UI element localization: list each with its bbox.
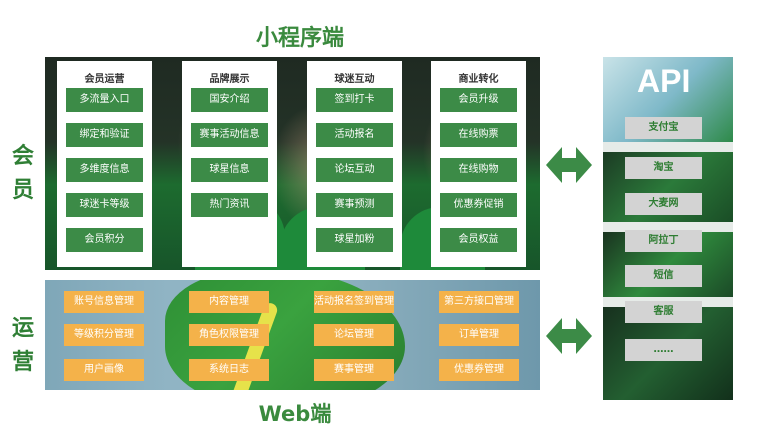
feature-button[interactable]: 会员升级	[440, 88, 517, 112]
api-panel: API 支付宝 淘宝 大麦网 阿拉丁 短信 客服 ……	[603, 57, 733, 400]
ops-button[interactable]: 等级积分管理	[64, 324, 144, 346]
feature-button[interactable]: 会员权益	[440, 228, 517, 252]
feature-button[interactable]: 球星信息	[191, 158, 268, 182]
feature-button[interactable]: 论坛互动	[316, 158, 393, 182]
column-brand-display: 品牌展示 国安介绍 赛事活动信息 球星信息 热门资讯	[182, 61, 277, 267]
feature-button[interactable]: 球星加粉	[316, 228, 393, 252]
feature-button[interactable]: 多流量入口	[66, 88, 143, 112]
api-button-alipay[interactable]: 支付宝	[625, 117, 702, 139]
feature-button[interactable]: 在线购票	[440, 123, 517, 147]
ops-button[interactable]: 系统日志	[189, 359, 269, 381]
member-label-char-1: 会	[11, 144, 34, 169]
ops-button[interactable]: 角色权限管理	[189, 324, 269, 346]
feature-button[interactable]: 绑定和验证	[66, 123, 143, 147]
feature-button[interactable]: 赛事活动信息	[191, 123, 268, 147]
ops-web-panel: 账号信息管理 等级积分管理 用户画像 内容管理 角色权限管理 系统日志 活动报名…	[45, 280, 540, 390]
ops-button[interactable]: 赛事管理	[314, 359, 394, 381]
ops-button[interactable]: 优惠券管理	[439, 359, 519, 381]
column-title: 商业转化	[458, 74, 499, 85]
feature-button[interactable]: 活动报名	[316, 123, 393, 147]
column-title: 球迷互动	[334, 74, 375, 85]
feature-button[interactable]: 热门资讯	[191, 193, 268, 217]
column-title: 品牌展示	[209, 74, 250, 85]
member-photo-panel: 会员运营 多流量入口 绑定和验证 多维度信息 球迷卡等级 会员积分 品牌展示 国…	[45, 57, 540, 270]
column-title: 会员运营	[84, 74, 125, 85]
api-button-aladdin[interactable]: 阿拉丁	[625, 230, 702, 252]
api-button-customer-service[interactable]: 客服	[625, 301, 702, 323]
ops-button[interactable]: 订单管理	[439, 324, 519, 346]
double-arrow-icon	[546, 147, 592, 183]
feature-button[interactable]: 国安介绍	[191, 88, 268, 112]
ops-label-char-2: 营	[11, 350, 34, 375]
ops-button[interactable]: 论坛管理	[314, 324, 394, 346]
api-label: API	[637, 63, 691, 99]
api-button-damai[interactable]: 大麦网	[625, 193, 702, 215]
api-button-sms[interactable]: 短信	[625, 265, 702, 287]
ops-button[interactable]: 用户画像	[64, 359, 144, 381]
feature-button[interactable]: 在线购物	[440, 158, 517, 182]
feature-button[interactable]: 球迷卡等级	[66, 193, 143, 217]
member-side-label: 会 员	[8, 140, 38, 208]
api-button-more[interactable]: ……	[625, 339, 702, 361]
column-member-operations: 会员运营 多流量入口 绑定和验证 多维度信息 球迷卡等级 会员积分	[57, 61, 152, 267]
feature-button[interactable]: 签到打卡	[316, 88, 393, 112]
column-fan-interaction: 球迷互动 签到打卡 活动报名 论坛互动 赛事预测 球星加粉	[307, 61, 402, 267]
api-button-taobao[interactable]: 淘宝	[625, 157, 702, 179]
column-commerce: 商业转化 会员升级 在线购票 在线购物 优惠券促销 会员权益	[431, 61, 526, 267]
web-title: Web端	[258, 402, 332, 426]
double-arrow-icon	[546, 318, 592, 354]
ops-button[interactable]: 第三方接口管理	[439, 291, 519, 313]
feature-button[interactable]: 赛事预测	[316, 193, 393, 217]
ops-button[interactable]: 活动报名签到管理	[314, 291, 394, 313]
feature-button[interactable]: 会员积分	[66, 228, 143, 252]
ops-button[interactable]: 账号信息管理	[64, 291, 144, 313]
ops-label-char-1: 运	[11, 316, 34, 341]
ops-side-label: 运 营	[8, 312, 38, 380]
ops-button[interactable]: 内容管理	[189, 291, 269, 313]
feature-button[interactable]: 优惠券促销	[440, 193, 517, 217]
mini-program-title: 小程序端	[255, 26, 344, 51]
feature-button[interactable]: 多维度信息	[66, 158, 143, 182]
member-label-char-2: 员	[11, 178, 34, 203]
